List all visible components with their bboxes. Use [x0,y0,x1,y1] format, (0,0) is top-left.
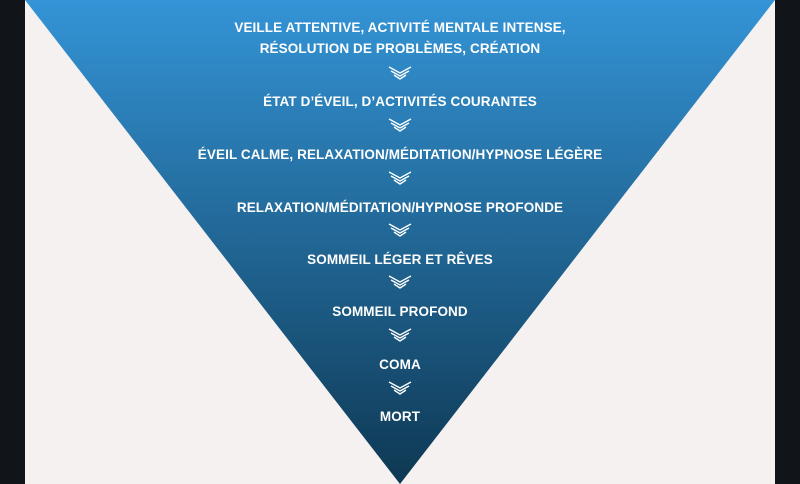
level-7-label: COMA [379,357,421,372]
chevron-down-icon [387,326,413,344]
chevron-down-icon [387,169,413,187]
level-1-line-2: RÉSOLUTION DE PROBLÈMES, CRÉATION [259,41,541,56]
chevron-down-icon [387,379,413,397]
level-3-label: ÉVEIL CALME, RELAXATION/MÉDITATION/HYPNO… [197,147,603,162]
chevron-down-icon [387,64,413,82]
level-6-label: SOMMEIL PROFOND [332,304,468,319]
level-1-label: VEILLE ATTENTIVE, ACTIVITÉ MENTALE INTEN… [0,17,800,59]
right-frame [775,0,800,484]
chevron-down-icon [387,273,413,291]
level-2-label: ÉTAT D’ÉVEIL, D’ACTIVITÉS COURANTES [263,94,537,109]
chevron-down-icon [387,221,413,239]
level-5-label: SOMMEIL LÉGER ET RÊVES [307,252,493,267]
left-frame [0,0,25,484]
chevron-down-icon [387,116,413,134]
level-4-label: RELAXATION/MÉDITATION/HYPNOSE PROFONDE [236,200,564,215]
level-1-line-1: VEILLE ATTENTIVE, ACTIVITÉ MENTALE INTEN… [234,20,566,35]
level-8-label: MORT [379,409,421,424]
